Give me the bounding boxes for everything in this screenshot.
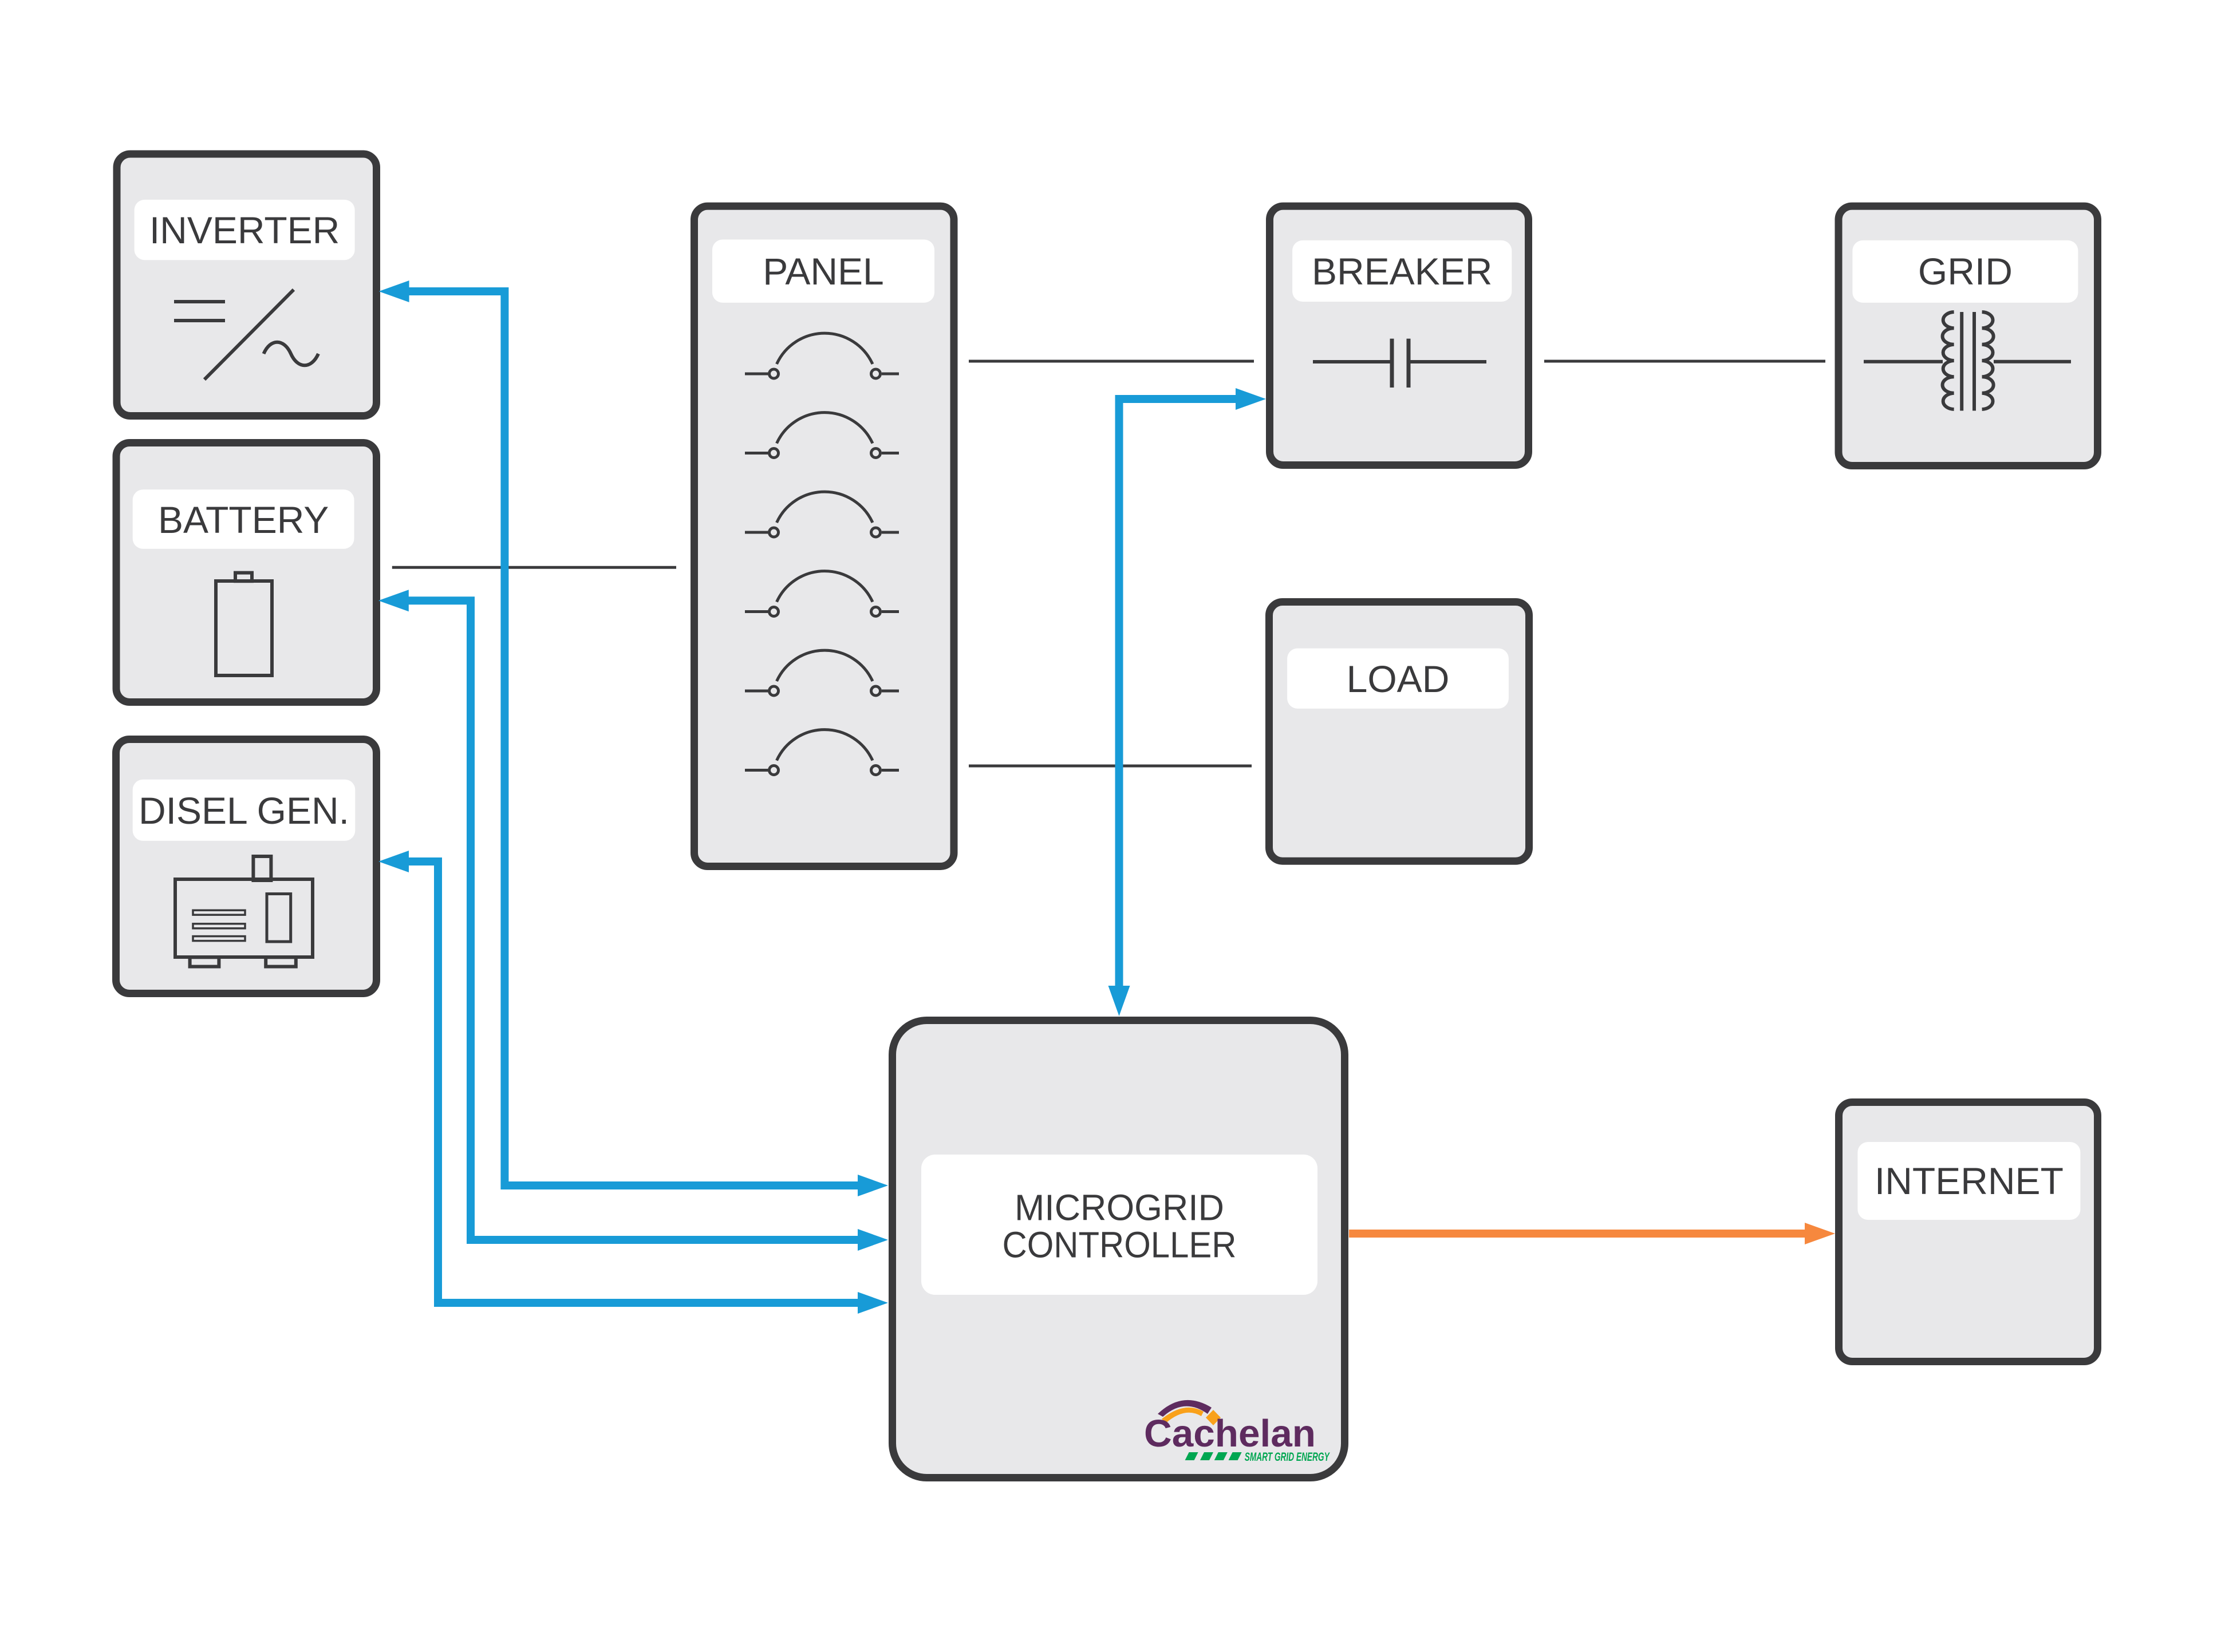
svg-text:INTERNET: INTERNET — [1875, 1160, 2064, 1202]
svg-text:CONTROLLER: CONTROLLER — [1003, 1224, 1237, 1266]
svg-text:BATTERY: BATTERY — [158, 499, 329, 541]
svg-text:LOAD: LOAD — [1347, 658, 1450, 700]
svg-text:INVERTER: INVERTER — [149, 209, 340, 251]
svg-text:SMART GRID ENERGY: SMART GRID ENERGY — [1245, 1450, 1330, 1464]
svg-text:Cachelan: Cachelan — [1144, 1412, 1316, 1455]
svg-text:MICROGRID: MICROGRID — [1015, 1187, 1224, 1228]
svg-text:BREAKER: BREAKER — [1312, 250, 1492, 293]
svg-text:GRID: GRID — [1918, 250, 2013, 293]
svg-text:DISEL GEN.: DISEL GEN. — [139, 789, 349, 832]
svg-text:PANEL: PANEL — [763, 250, 884, 293]
